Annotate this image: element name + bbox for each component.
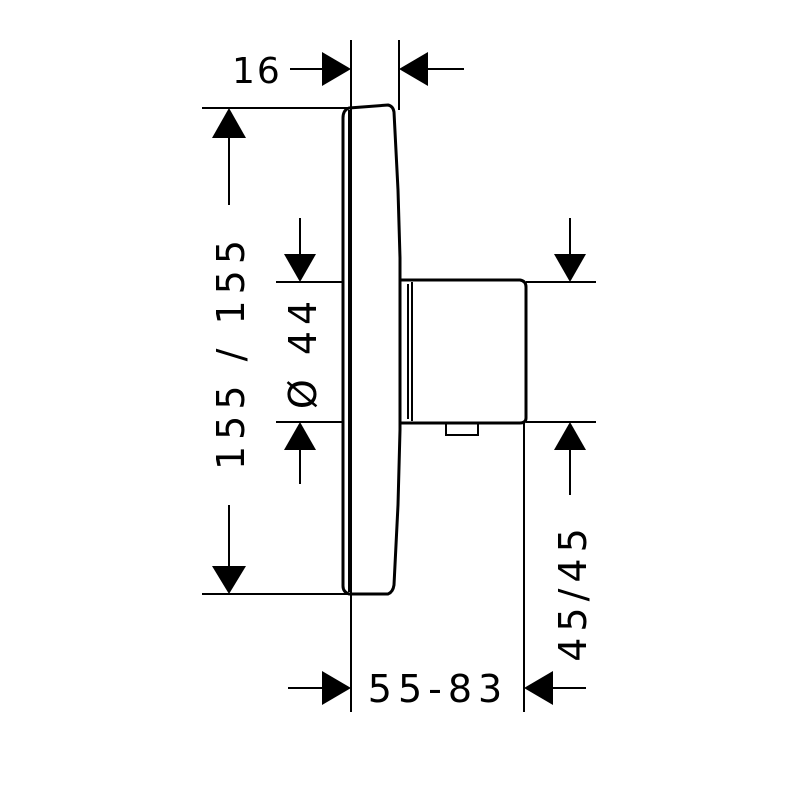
valve-body — [400, 278, 528, 436]
plate-depth-label: 16 — [232, 51, 282, 92]
dimension-projection: 55-83 — [288, 667, 586, 711]
arrow-down-icon — [554, 254, 586, 282]
dimension-plate-depth: 16 — [232, 51, 464, 92]
extension-lines — [202, 40, 596, 712]
dimension-offset: 45/45 — [551, 218, 595, 662]
spindle-diameter-label: Ø 44 — [281, 295, 325, 409]
arrow-left-icon — [399, 52, 428, 86]
arrow-down-icon — [284, 254, 316, 282]
plate-height-label: 155 / 155 — [209, 234, 253, 470]
arrow-down-icon — [212, 566, 246, 594]
arrow-up-icon — [212, 108, 246, 138]
arrow-up-icon — [554, 422, 586, 450]
arrow-left-icon — [524, 671, 553, 705]
arrow-right-icon — [322, 52, 351, 86]
arrow-up-icon — [284, 422, 316, 450]
dimension-plate-height: 155 / 155 — [209, 108, 253, 594]
offset-label: 45/45 — [551, 522, 595, 662]
arrow-right-icon — [322, 671, 351, 705]
dimension-spindle-diameter: Ø 44 — [281, 218, 325, 484]
projection-label: 55-83 — [368, 667, 508, 711]
cover-plate — [341, 103, 402, 596]
